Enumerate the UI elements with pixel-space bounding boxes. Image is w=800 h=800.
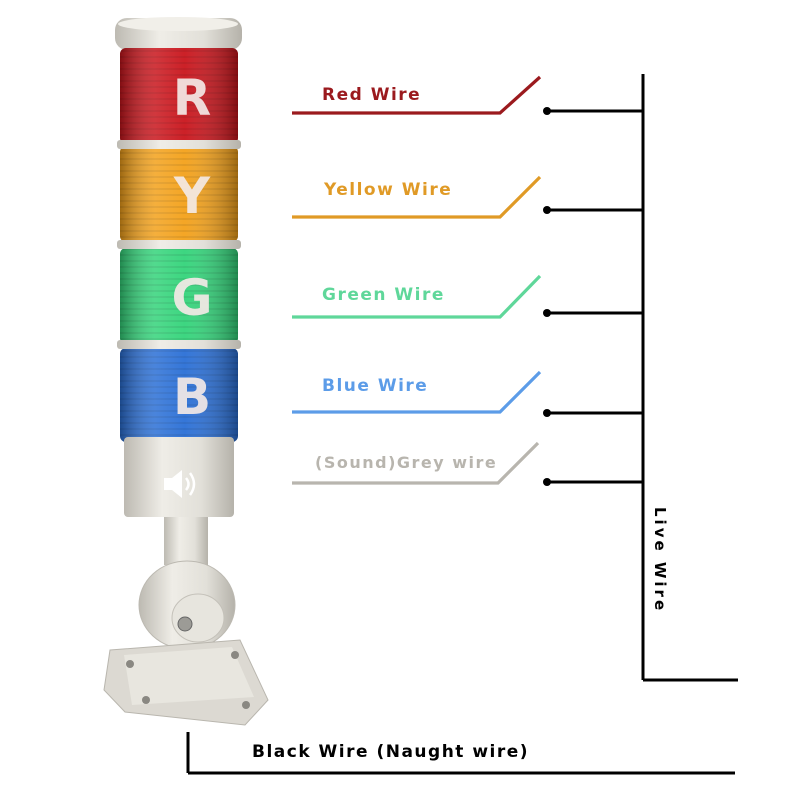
tower-letter: R	[173, 69, 212, 127]
lens-shading	[120, 348, 238, 442]
base-hole	[126, 660, 134, 668]
segment-separator	[117, 140, 241, 149]
wire-4: Blue Wire	[292, 370, 643, 417]
black-wire	[186, 732, 735, 775]
segment-separator	[117, 240, 241, 249]
tower-segment-b: B	[120, 348, 238, 442]
live-wire	[641, 74, 738, 682]
wire-2: Yellow Wire	[292, 175, 643, 219]
tower-top-cap-rim	[118, 17, 238, 31]
live-wire-label: Live Wire	[651, 507, 669, 613]
tower-segment-r: R	[120, 48, 238, 144]
wire-line	[292, 441, 540, 485]
base-hole	[242, 701, 250, 709]
base-hole	[142, 696, 150, 704]
wire-label: Red Wire	[322, 85, 421, 105]
mounting-base-top	[124, 647, 254, 705]
wire-line	[292, 175, 542, 219]
wire-line	[292, 274, 542, 319]
base-hole	[231, 651, 239, 659]
tower-segment-y: Y	[120, 146, 238, 242]
wire-label: Green Wire	[322, 285, 445, 305]
black-wire-label: Black Wire (Naught wire)	[252, 742, 529, 762]
hinge-knob	[171, 593, 225, 643]
tower-segment-g: G	[120, 248, 238, 344]
wire-5: (Sound)Grey wire	[292, 441, 643, 486]
lens-shading	[120, 48, 238, 144]
wire-line	[292, 370, 542, 414]
lens-shading	[120, 146, 238, 242]
speaker-icon	[164, 470, 196, 498]
wire-label: Blue Wire	[322, 376, 428, 396]
wire-line	[292, 75, 542, 115]
wire-label: Yellow Wire	[323, 180, 452, 200]
wire-label: (Sound)Grey wire	[315, 453, 497, 472]
segment-separator	[117, 340, 241, 349]
tower-letter: B	[173, 368, 211, 426]
tower-letter: G	[171, 269, 212, 327]
tower-neck	[164, 517, 208, 565]
wire-1: Red Wire	[292, 75, 643, 115]
hinge-screw	[177, 616, 193, 632]
lens-shading	[120, 248, 238, 344]
tower-letter: Y	[173, 167, 211, 225]
wire-3: Green Wire	[292, 274, 643, 319]
